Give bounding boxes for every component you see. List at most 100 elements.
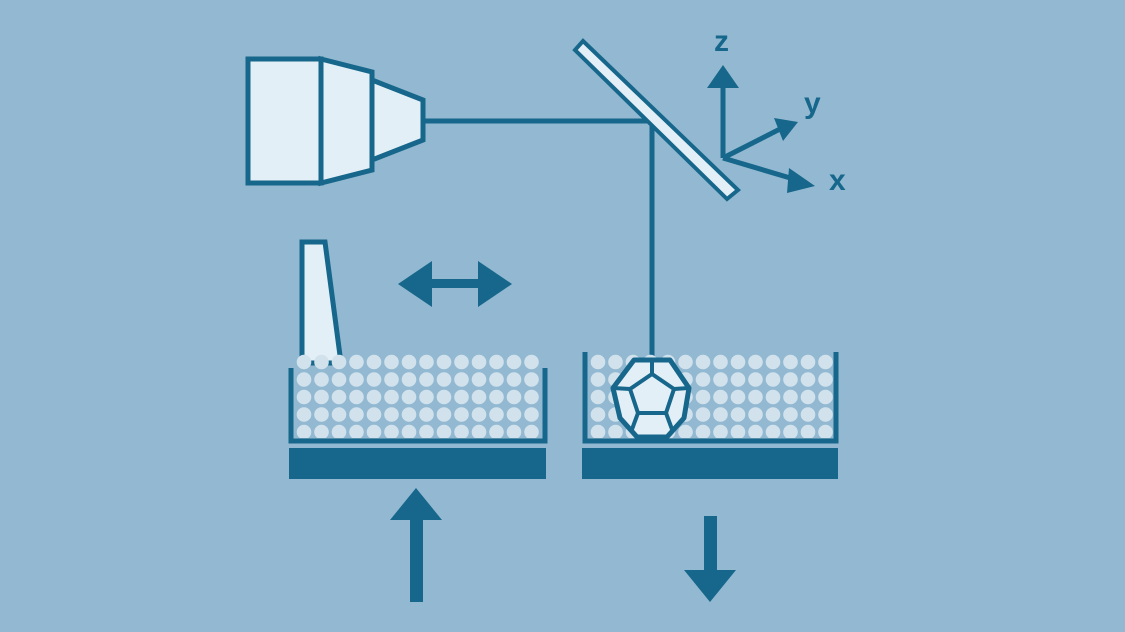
powder-particle xyxy=(384,407,399,422)
x-axis-line xyxy=(722,155,798,183)
powder-particle xyxy=(454,354,469,370)
powder-particle xyxy=(506,354,522,370)
powder-particle xyxy=(524,424,539,438)
powder-particle xyxy=(471,389,487,405)
powder-particle xyxy=(765,389,781,405)
powder-particle xyxy=(366,424,382,438)
powder-particle xyxy=(489,354,504,370)
powder-particle xyxy=(506,372,522,387)
powder-particle xyxy=(818,424,833,438)
supply-bed-container xyxy=(288,368,548,444)
powder-particle xyxy=(331,389,347,405)
powder-particle xyxy=(783,389,798,405)
z-axis-label: z xyxy=(714,25,729,58)
powder-particle xyxy=(384,354,399,370)
powder-particle xyxy=(608,354,623,370)
powder-particle xyxy=(506,424,522,438)
powder-particle xyxy=(349,354,364,370)
powder-particle xyxy=(314,424,329,438)
y-axis-arrowhead xyxy=(774,118,798,141)
powder-particle xyxy=(384,372,399,387)
powder-particle xyxy=(765,372,781,387)
powder-particle xyxy=(590,407,606,422)
powder-particle xyxy=(783,407,798,422)
powder-particle xyxy=(384,424,399,438)
laser-lens-2 xyxy=(369,76,426,164)
powder-particle xyxy=(800,354,816,370)
powder-particle xyxy=(349,407,364,422)
powder-particle xyxy=(331,407,347,422)
powder-particle xyxy=(524,372,539,387)
powder-particle xyxy=(713,407,728,422)
powder-particle xyxy=(331,424,347,438)
recoater-blade-icon xyxy=(299,239,344,366)
powder-particle xyxy=(506,389,522,405)
laser-lens-1 xyxy=(318,55,375,187)
powder-particle xyxy=(818,407,833,422)
powder-particle xyxy=(506,407,522,422)
y-axis-label: y xyxy=(804,87,821,120)
powder-particle xyxy=(436,354,452,370)
powder-particle xyxy=(296,372,312,387)
powder-particle xyxy=(296,407,312,422)
powder-particle xyxy=(331,372,347,387)
powder-particle xyxy=(765,354,781,370)
arrow-up-shaft xyxy=(410,518,423,602)
powder-particle xyxy=(713,424,728,438)
powder-particle xyxy=(695,407,711,422)
powder-particle xyxy=(765,424,781,438)
laser-body xyxy=(245,56,324,186)
powder-particle xyxy=(314,372,329,387)
y-axis-line xyxy=(721,126,782,161)
powder-particle xyxy=(366,372,382,387)
powder-particle xyxy=(454,372,469,387)
powder-particle xyxy=(401,372,417,387)
powder-supply-bed xyxy=(288,354,548,479)
powder-particle xyxy=(608,424,623,438)
powder-particle xyxy=(349,389,364,405)
powder-particle xyxy=(489,424,504,438)
powder-particle xyxy=(296,354,312,370)
powder-particle xyxy=(713,354,728,370)
powder-particle xyxy=(730,354,746,370)
powder-particle xyxy=(419,372,434,387)
powder-particle xyxy=(331,354,347,370)
powder-particle xyxy=(730,389,746,405)
powder-particle xyxy=(436,372,452,387)
powder-particle xyxy=(366,389,382,405)
powder-particle xyxy=(401,354,417,370)
powder-particle xyxy=(713,389,728,405)
powder-particle xyxy=(590,389,606,405)
powder-particle xyxy=(349,424,364,438)
powder-particle xyxy=(695,372,711,387)
powder-particle xyxy=(419,354,434,370)
powder-particle xyxy=(454,424,469,438)
powder-particle xyxy=(366,407,382,422)
powder-particle xyxy=(783,354,798,370)
scanning-mirror-icon xyxy=(572,38,742,202)
powder-particle xyxy=(800,407,816,422)
powder-particle xyxy=(524,389,539,405)
powder-particle xyxy=(436,389,452,405)
powder-particle xyxy=(349,372,364,387)
powder-particle xyxy=(800,424,816,438)
powder-particle xyxy=(489,407,504,422)
powder-particle xyxy=(471,407,487,422)
powder-particle xyxy=(730,424,746,438)
supply-platform xyxy=(289,448,546,479)
double-arrow-right-head xyxy=(478,261,512,307)
laser-source-icon xyxy=(245,55,426,187)
powder-particle xyxy=(314,354,329,370)
powder-particles-left xyxy=(296,354,539,438)
powder-particle xyxy=(471,354,487,370)
powder-particle xyxy=(436,407,452,422)
powder-particle xyxy=(748,354,763,370)
powder-particle xyxy=(748,372,763,387)
powder-particle xyxy=(748,424,763,438)
powder-particle xyxy=(401,424,417,438)
powder-particle xyxy=(818,389,833,405)
powder-particle xyxy=(748,389,763,405)
powder-particle xyxy=(590,354,606,370)
powder-particle xyxy=(471,424,487,438)
powder-particle xyxy=(314,407,329,422)
